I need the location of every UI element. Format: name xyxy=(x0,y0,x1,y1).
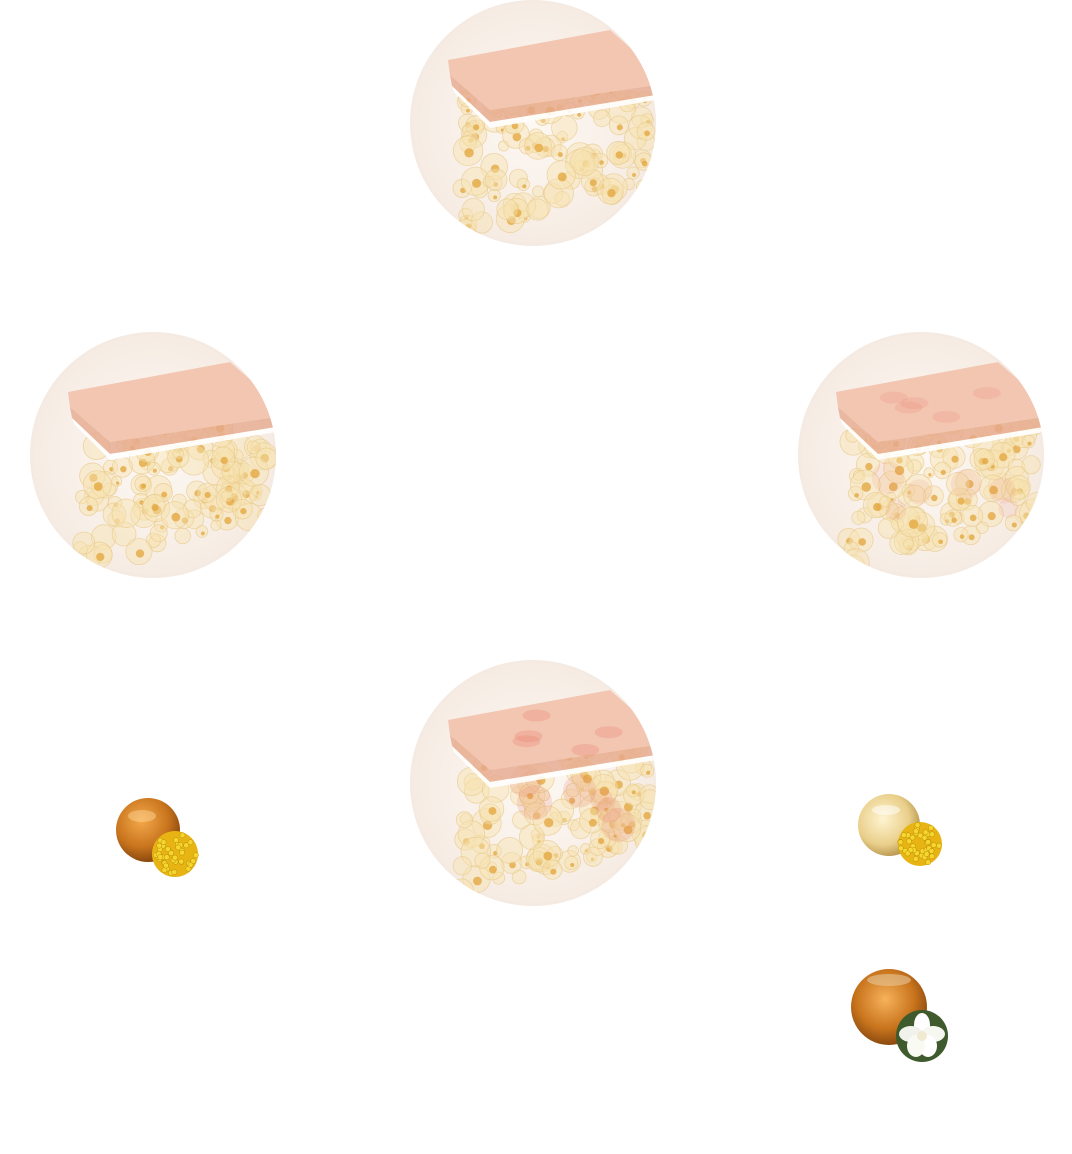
golden-oil-with-yellow-flower-icon xyxy=(858,794,942,866)
inflamed-skin-icon xyxy=(410,660,656,906)
ingredient-left xyxy=(112,796,202,880)
irritated-skin-icon xyxy=(798,332,1044,578)
glowing-skin-icon xyxy=(30,332,276,578)
ingredient-right xyxy=(856,792,946,870)
healthy-skin-icon xyxy=(410,0,656,246)
ingredient-bottom-right xyxy=(850,968,950,1066)
amber-oil-with-white-flower-icon xyxy=(851,969,948,1062)
amber-oil-with-yellow-flower-icon xyxy=(116,798,199,877)
skin-section-right xyxy=(798,332,1044,578)
skin-section-top xyxy=(410,0,656,246)
skin-section-bottom xyxy=(410,660,656,906)
skin-section-left xyxy=(30,332,276,578)
